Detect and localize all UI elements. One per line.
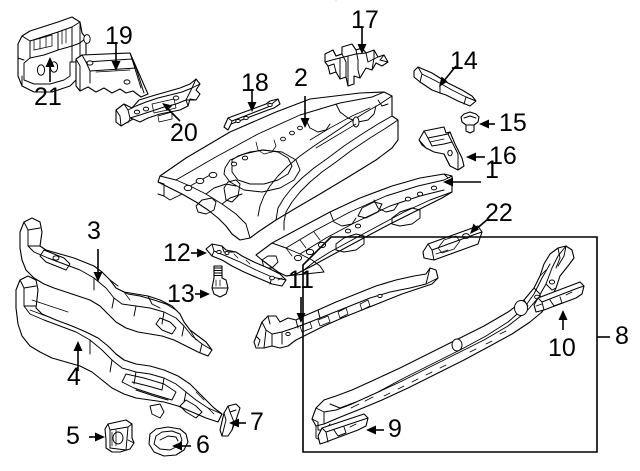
part-3-rear-crossmember-upper <box>19 217 213 357</box>
callout-label-12[interactable]: 12 <box>163 239 191 267</box>
callout-label-2[interactable]: 2 <box>294 64 308 92</box>
leader-18 <box>247 89 257 112</box>
callout-label-13[interactable]: 13 <box>167 280 195 308</box>
leader-9 <box>366 425 384 435</box>
callout-label-6[interactable]: 6 <box>196 431 210 459</box>
part-21-front-frame-rail-section <box>17 16 91 93</box>
part-20-seat-rail-rear <box>115 78 201 127</box>
callout-label-14[interactable]: 14 <box>450 47 478 75</box>
callout-label-1[interactable]: 1 <box>485 156 499 184</box>
part-11-inner-rocker-panel <box>253 267 439 349</box>
leader-22 <box>470 218 489 234</box>
callout-label-3[interactable]: 3 <box>87 217 101 245</box>
part-17-seat-mount-bracket <box>324 43 389 87</box>
callout-label-11[interactable]: 11 <box>288 266 314 294</box>
leader-6 <box>172 441 191 451</box>
part-2-floor-pan-main <box>157 91 399 241</box>
callout-label-15[interactable]: 15 <box>499 109 527 137</box>
part-10-rocker-reinforcement-rear <box>533 281 585 313</box>
callout-label-17[interactable]: 17 <box>351 6 379 34</box>
leader-10 <box>558 310 568 330</box>
leader-1 <box>443 177 481 187</box>
callout-label-18[interactable]: 18 <box>241 69 269 97</box>
part-12-seat-crossmember-brace <box>205 243 287 287</box>
leader-16 <box>466 152 485 162</box>
leader-15 <box>479 119 495 129</box>
part-8-outer-rocker-panel <box>311 245 575 443</box>
callout-label-8[interactable]: 8 <box>615 322 629 350</box>
part-15-rubber-plug <box>460 111 480 134</box>
part-16-jack-point-bracket <box>335 0 465 171</box>
part-9-rocker-reinforcement-front <box>317 413 369 445</box>
leader-19 <box>111 42 121 71</box>
callout-label-7[interactable]: 7 <box>250 408 264 436</box>
callout-label-4[interactable]: 4 <box>67 363 81 391</box>
leader-2 <box>300 96 310 128</box>
callout-label-16[interactable]: 16 <box>489 142 517 170</box>
leader-13 <box>195 289 210 299</box>
callout-label-20[interactable]: 20 <box>170 119 198 147</box>
group-box-8-rocker-panel-assembly <box>302 236 598 453</box>
leader-4 <box>73 341 83 371</box>
part-5-small-bracket-block <box>104 419 135 453</box>
leader-17 <box>357 27 367 54</box>
callout-label-9[interactable]: 9 <box>388 415 402 443</box>
callout-label-19[interactable]: 19 <box>105 22 133 50</box>
leader-14 <box>439 65 457 87</box>
leader-5 <box>89 432 105 442</box>
part-4-rear-crossmember-lower <box>15 275 223 423</box>
leader-11 <box>296 297 306 323</box>
callout-label-10[interactable]: 10 <box>548 334 576 362</box>
leader-12 <box>191 248 207 258</box>
callout-label-5[interactable]: 5 <box>66 422 80 450</box>
callout-label-21[interactable]: 21 <box>34 83 62 111</box>
leader-3 <box>93 249 103 282</box>
part-13-bolt <box>211 265 229 298</box>
callout-label-22[interactable]: 22 <box>485 199 513 227</box>
leader-20 <box>162 103 181 122</box>
leader-21 <box>45 57 55 82</box>
part-19-seat-rail-front <box>75 52 149 98</box>
part-14-diagonal-brace <box>413 66 477 107</box>
leader-7 <box>229 418 246 428</box>
